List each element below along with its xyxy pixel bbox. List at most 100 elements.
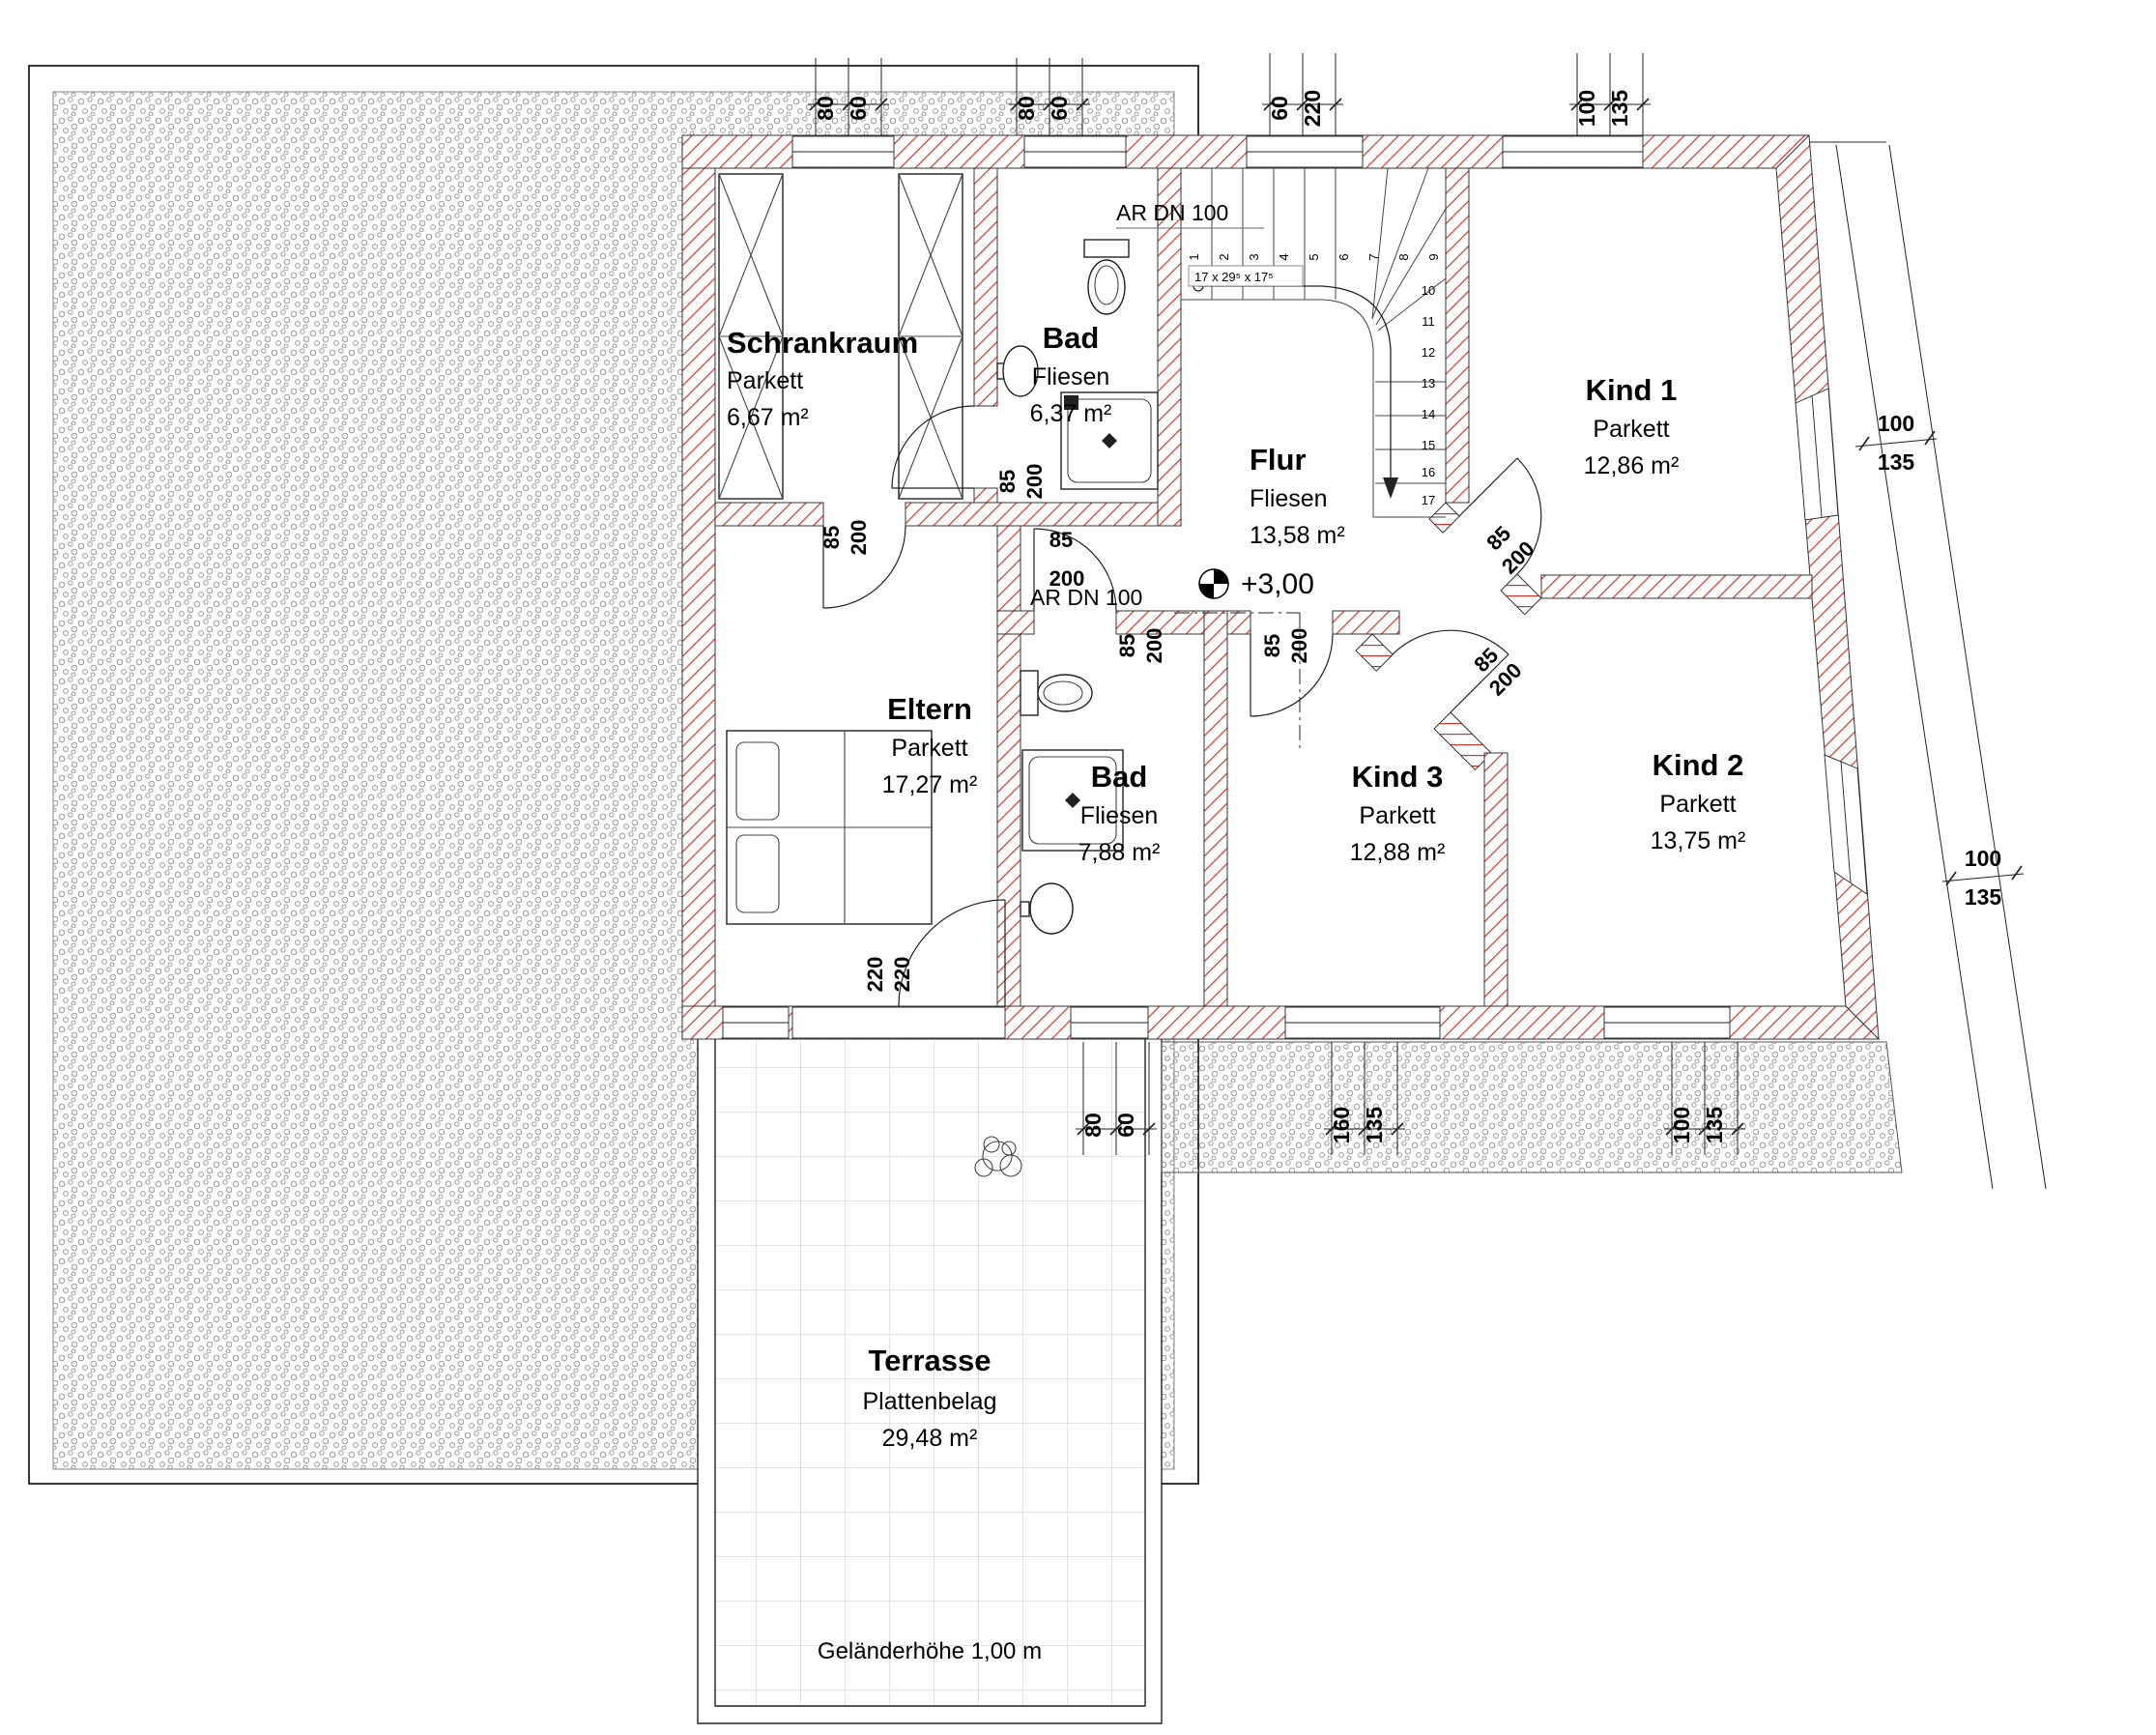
step-number: 2 bbox=[1217, 253, 1231, 260]
dim-label: 220 bbox=[863, 957, 887, 993]
dim-label: 85 bbox=[995, 470, 1020, 493]
step-number: 16 bbox=[1422, 465, 1435, 479]
fixtures bbox=[718, 173, 1159, 1177]
wardrobe-icon bbox=[898, 173, 963, 500]
room-label-eltern: Eltern Parkett 17,27 m² bbox=[882, 692, 978, 798]
room-label-terrasse: Terrasse Plattenbelag 29,48 m² bbox=[862, 1344, 996, 1452]
room-floor: Parkett bbox=[1659, 791, 1736, 818]
level-marker-icon bbox=[1198, 568, 1229, 599]
room-area: 12,86 m² bbox=[1584, 452, 1680, 479]
dimension-chain-right: 100 135 100 135 bbox=[1809, 141, 2047, 1190]
terrace-door-opening bbox=[791, 1006, 1006, 1039]
dim-label: 200 bbox=[1287, 628, 1311, 664]
railing-note: Geländerhöhe 1,00 m bbox=[818, 1638, 1042, 1664]
shower-icon bbox=[1021, 749, 1124, 852]
dim-label: 60 bbox=[1267, 96, 1292, 121]
dimension-chain-bottom: 80 60 160 135 100 135 bbox=[1076, 1042, 1745, 1155]
door-kind1 bbox=[1458, 457, 1542, 575]
ar-dn-label-top: AR DN 100 bbox=[1116, 200, 1228, 225]
room-area: 6,37 m² bbox=[1030, 400, 1112, 427]
dim-label: 85 bbox=[1260, 634, 1284, 657]
windows bbox=[722, 135, 1868, 1039]
dim-label: 135 bbox=[1607, 90, 1632, 128]
toilet-icon bbox=[1020, 670, 1093, 716]
room-floor: Fliesen bbox=[1250, 485, 1328, 512]
room-floor: Fliesen bbox=[1080, 802, 1159, 829]
room-label-schrankraum: Schrankraum Parkett 6,67 m² bbox=[727, 326, 918, 431]
room-area: 12,88 m² bbox=[1350, 839, 1446, 866]
dim-label: 80 bbox=[1014, 96, 1039, 121]
door-kind2 bbox=[1392, 629, 1509, 713]
dim-label: 100 bbox=[1965, 846, 2001, 871]
gravel-strip bbox=[1161, 1041, 1903, 1173]
step-number: 3 bbox=[1247, 253, 1261, 260]
step-number: 4 bbox=[1277, 253, 1291, 260]
bed-icon bbox=[726, 730, 933, 925]
step-number: 13 bbox=[1422, 376, 1435, 390]
step-number: 17 bbox=[1422, 493, 1435, 507]
room-floor: Parkett bbox=[727, 367, 803, 394]
dim-label: 135 bbox=[1702, 1107, 1727, 1144]
dim-label: 85 bbox=[819, 526, 844, 549]
room-floor: Parkett bbox=[891, 735, 967, 762]
step-number: 8 bbox=[1396, 253, 1411, 260]
door-bad-lower bbox=[1033, 528, 1117, 612]
toilet-icon bbox=[1083, 239, 1130, 315]
wardrobe-icon bbox=[718, 173, 784, 500]
step-number: 15 bbox=[1422, 438, 1435, 452]
dimension-chain-top: 80 60 80 60 60 220 100 135 bbox=[808, 53, 1651, 135]
room-name: Eltern bbox=[887, 692, 972, 726]
annotations: AR DN 100 AR DN 100 +3,00 Geländerhöhe 1… bbox=[818, 200, 1314, 1664]
room-floor: Parkett bbox=[1359, 802, 1435, 829]
room-labels: Schrankraum Parkett 6,67 m² Bad Fliesen … bbox=[727, 321, 1745, 1452]
dim-label: 100 bbox=[1878, 411, 1914, 436]
step-number: 5 bbox=[1307, 253, 1321, 260]
dim-label: 200 bbox=[847, 520, 871, 556]
dim-label: 80 bbox=[813, 96, 838, 121]
room-name: Kind 3 bbox=[1352, 760, 1444, 794]
room-area: 29,48 m² bbox=[882, 1425, 978, 1452]
room-area: 13,58 m² bbox=[1250, 522, 1345, 549]
dim-label: 135 bbox=[1878, 449, 1915, 475]
terrace bbox=[697, 1039, 1163, 1724]
dim-label: 200 bbox=[1142, 628, 1166, 664]
step-number: 14 bbox=[1422, 407, 1435, 421]
room-name: Kind 2 bbox=[1653, 748, 1744, 782]
dim-label: 85 bbox=[1115, 634, 1139, 657]
dim-label: 85 bbox=[1049, 528, 1073, 552]
dim-label: 100 bbox=[1669, 1107, 1694, 1143]
room-label-kind1: Kind 1 Parkett 12,86 m² bbox=[1584, 373, 1680, 479]
step-number: 9 bbox=[1426, 253, 1441, 260]
room-label-bad-top: Bad Fliesen 6,37 m² bbox=[1030, 321, 1112, 427]
level-value: +3,00 bbox=[1241, 568, 1314, 600]
room-name: Bad bbox=[1043, 321, 1100, 355]
step-number: 10 bbox=[1422, 283, 1435, 298]
dim-label: 60 bbox=[1047, 96, 1072, 121]
shower-icon bbox=[1060, 391, 1159, 490]
stair-note: 17 x 29⁵ x 17⁵ bbox=[1194, 270, 1274, 284]
door-terrace bbox=[898, 899, 1006, 1007]
door-kind3 bbox=[1250, 633, 1334, 717]
room-label-kind2: Kind 2 Parkett 13,75 m² bbox=[1651, 748, 1746, 854]
ar-dn-label-mid: AR DN 100 bbox=[1030, 585, 1142, 610]
step-number: 1 bbox=[1187, 253, 1201, 260]
dim-label: 220 bbox=[1300, 90, 1325, 127]
dim-label: 60 bbox=[846, 96, 871, 121]
sink-icon bbox=[1020, 882, 1074, 935]
dim-label: 220 bbox=[890, 957, 914, 993]
room-area: 6,67 m² bbox=[727, 404, 809, 431]
door-dimension-labels: 85 200 85 200 85 200 85 200 85 200 85 20… bbox=[819, 464, 1539, 993]
dim-label: 135 bbox=[1965, 884, 2002, 910]
doors bbox=[822, 405, 1542, 1007]
room-floor: Fliesen bbox=[1032, 363, 1110, 390]
room-name: Kind 1 bbox=[1586, 373, 1678, 407]
dim-label: 80 bbox=[1080, 1113, 1106, 1138]
room-label-flur: Flur Fliesen 13,58 m² bbox=[1250, 443, 1345, 549]
room-area: 7,88 m² bbox=[1078, 839, 1161, 866]
stair: 17 x 29⁵ x 17⁵ 1 2 3 4 5 6 7 8 9 10 11 1… bbox=[1181, 167, 1447, 518]
dim-label: 160 bbox=[1329, 1107, 1354, 1143]
room-name: Flur bbox=[1250, 443, 1307, 477]
room-floor: Parkett bbox=[1593, 416, 1669, 443]
step-number: 11 bbox=[1422, 314, 1435, 329]
